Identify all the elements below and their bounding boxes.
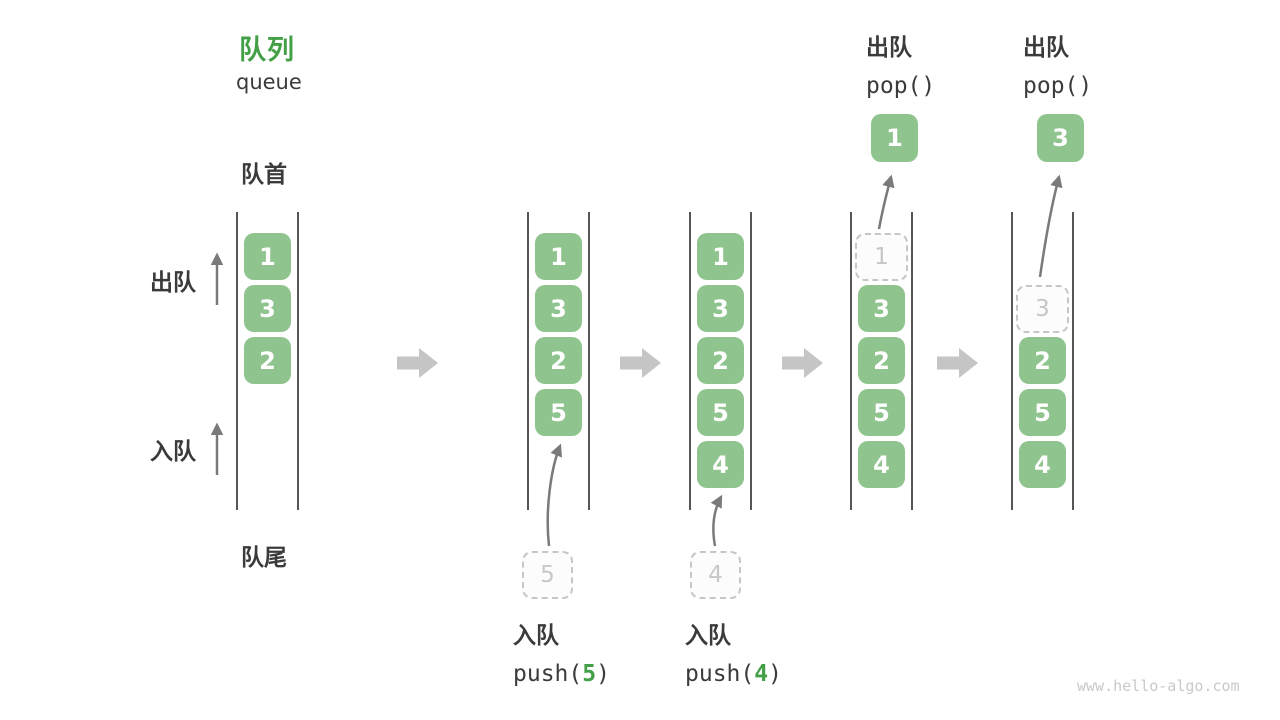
- push-code-after: ): [596, 661, 610, 687]
- pop-code: pop(): [1023, 73, 1093, 99]
- queue-state-1: 1 3 2: [236, 212, 299, 510]
- push-code-arg: 4: [754, 661, 769, 687]
- queue-state-5: 3 2 5 4: [1011, 212, 1074, 510]
- state-transition-arrow: [937, 348, 978, 378]
- push-operation-label-4: 入队 push(4): [685, 616, 782, 687]
- diagram-title-zh: 队列: [239, 35, 295, 66]
- push-code: push(4): [685, 661, 782, 687]
- queue-item: 3: [858, 285, 905, 332]
- queue-item-removed: 3: [1016, 285, 1069, 333]
- queue-item: 2: [858, 337, 905, 384]
- diagram-title-en: queue: [236, 70, 302, 94]
- queue-item: 2: [535, 337, 582, 384]
- push-code: push(5): [513, 661, 610, 687]
- push-code-arg: 5: [582, 661, 597, 687]
- queue-item: 1: [244, 233, 291, 280]
- queue-rear-label: 队尾: [241, 545, 287, 571]
- state-transition-arrow: [782, 348, 823, 378]
- dequeue-side-label: 出队: [150, 270, 196, 296]
- queue-front-label: 队首: [241, 162, 287, 188]
- queue-item: 2: [1019, 337, 1066, 384]
- queue-state-2: 1 3 2 5: [527, 212, 590, 510]
- queue-state-4: 1 3 2 5 4: [850, 212, 913, 510]
- pop-code: pop(): [866, 73, 936, 99]
- pop-operation-label-1: 出队 pop(): [866, 28, 935, 99]
- popped-item-box: 1: [871, 114, 918, 162]
- push-operation-label-5: 入队 push(5): [513, 616, 610, 687]
- watermark: www.hello-algo.com: [1077, 677, 1240, 695]
- pop-label-zh: 出队: [1023, 35, 1069, 61]
- queue-item: 3: [535, 285, 582, 332]
- state-transition-arrow: [620, 348, 661, 378]
- pop-label-zh: 出队: [866, 35, 912, 61]
- push-code-after: ): [768, 661, 782, 687]
- queue-item: 1: [535, 233, 582, 280]
- queue-item: 2: [697, 337, 744, 384]
- push-code-before: push(: [685, 661, 755, 687]
- queue-item: 3: [244, 285, 291, 332]
- queue-item: 3: [697, 285, 744, 332]
- queue-item: 4: [858, 441, 905, 488]
- queue-item: 5: [1019, 389, 1066, 436]
- enqueue-side-label: 入队: [150, 439, 196, 465]
- queue-item: 5: [858, 389, 905, 436]
- queue-state-3: 1 3 2 5 4: [689, 212, 752, 510]
- queue-item: 5: [697, 389, 744, 436]
- queue-item: 4: [1019, 441, 1066, 488]
- push-label-zh: 入队: [685, 623, 731, 649]
- push-code-before: push(: [513, 661, 583, 687]
- queue-item-removed: 1: [855, 233, 908, 281]
- queue-item: 2: [244, 337, 291, 384]
- queue-item: 1: [697, 233, 744, 280]
- pop-operation-label-2: 出队 pop(): [1023, 28, 1092, 99]
- queue-item: 5: [535, 389, 582, 436]
- staged-item-box: 4: [690, 551, 741, 599]
- push-label-zh: 入队: [513, 623, 559, 649]
- staged-item-box: 5: [522, 551, 573, 599]
- queue-item: 4: [697, 441, 744, 488]
- state-transition-arrow: [397, 348, 438, 378]
- popped-item-box: 3: [1037, 114, 1084, 162]
